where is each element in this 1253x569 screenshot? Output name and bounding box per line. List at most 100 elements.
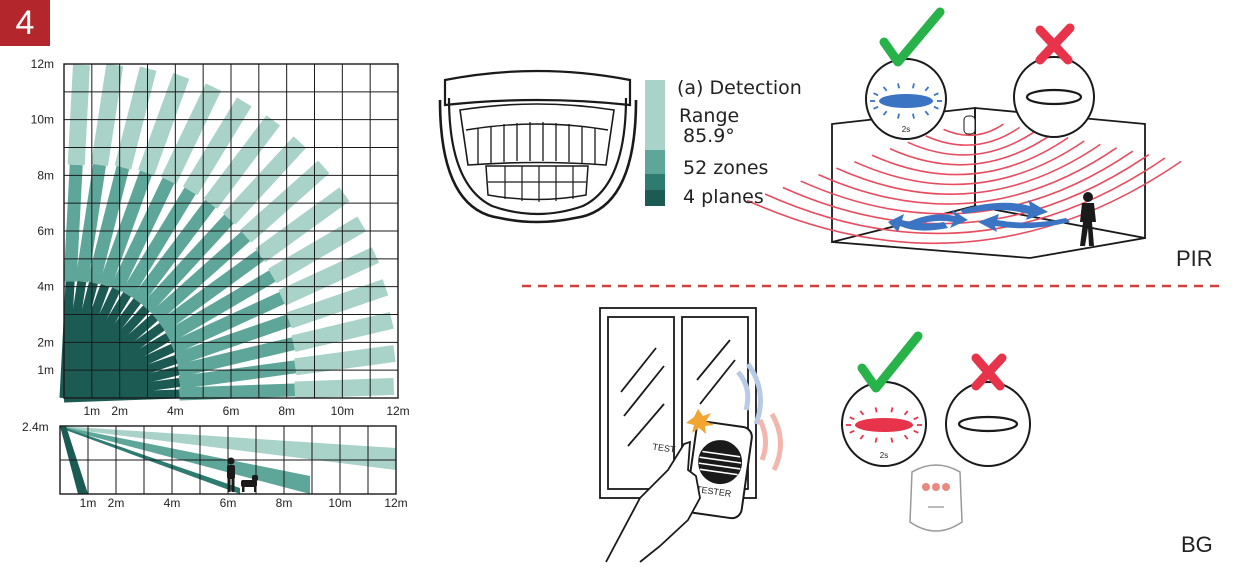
indicator-ray [933,92,939,97]
side-x-tick-label: 12m [384,496,407,510]
hand-icon [605,440,701,563]
detection-beam-segment [160,83,222,185]
pir-wave-arc [907,130,1037,156]
checkmark-icon [879,7,945,67]
detection-beam-segment [268,216,367,284]
bg-label: BG [1181,532,1213,557]
legend-color-bar [645,80,665,206]
detection-beam-segment [170,291,285,354]
detection-beam-segment [98,170,153,288]
side-x-tick-label: 2m [108,496,125,510]
x-tick-label: 1m [83,404,100,418]
detection-beam-segment [132,199,216,305]
indicator-ray [933,105,939,110]
indicator-ray [924,86,930,92]
button-press-burst-icon [686,409,714,434]
pir-wave-arc [889,133,1053,166]
tester-label: TESTER [695,484,732,499]
indicator-ray [882,110,888,116]
person-silhouette-icon [227,457,235,492]
bg-timer-label: 2s [880,451,888,460]
dog-silhouette-icon [241,475,258,492]
y-tick-label: 8m [37,168,54,182]
movement-arrows-icon [888,200,1070,232]
pir-wave-arc [746,160,1182,245]
detection-beam-segment [87,165,130,285]
pir-label: PIR [1176,246,1213,271]
walking-person-icon [1080,192,1096,246]
indicator-ray [897,113,900,119]
legend-zones: 52 zones [683,157,769,179]
pir-wave-arc [818,147,1118,205]
indicator-ray [913,416,919,421]
detection-beam-segment [59,281,75,399]
detection-beam-segment [174,314,292,366]
side-x-tick-label: 10m [328,496,351,510]
detection-beam-segment [278,247,380,306]
detection-beam-segment [178,360,297,389]
detection-beam-segment [203,115,281,209]
legend-swatch-mid [645,150,665,174]
legend-swatch-dark [645,174,665,190]
indicator-ray [849,429,855,434]
indicator-ray [873,105,879,110]
glass-break-sound-waves [736,362,783,472]
pir-wave-arc [871,136,1069,176]
indicator-ray [859,410,865,416]
side-x-tick-label: 4m [164,496,181,510]
legend-detection-line1: (a) Detection [677,77,802,99]
detection-beam-segment [222,136,307,225]
side-x-tick-label: 6m [220,496,237,510]
y-tick-label: 1m [37,363,54,377]
side-view-height-label: 2.4m [22,420,49,434]
indicator-ray [859,434,865,440]
pir-success-indicator: 2s [865,58,947,140]
indicator-ray [912,113,915,119]
x-tick-label: 8m [278,404,295,418]
indicator-ray [874,407,878,413]
bg-window-scene: TESTER TEST 2s [599,307,1031,563]
top-view-grid [63,63,399,399]
detection-beam-segment [63,164,83,282]
indicator-ray [912,83,915,89]
legend-swatch-darkest [645,190,665,206]
detection-beam-segment [121,187,196,298]
detection-beam-segment [294,377,395,399]
pir-wave-arc [836,143,1101,195]
pir-wave-arc [782,153,1150,225]
x-tick-label: 10m [331,404,354,418]
indicator-ray [890,437,894,443]
detection-beam-segment [114,66,157,170]
y-tick-label: 10m [31,113,54,127]
side-x-tick-label: 8m [276,496,293,510]
detection-beam-segment [294,345,396,376]
cross-icon [971,353,1007,391]
pir-detection-waves [746,123,1182,245]
detection-beam-segment [182,97,252,196]
pir-wave-arc [800,150,1134,215]
indicator-ray [874,437,878,443]
bg-fail-indicator [945,381,1031,467]
bg-detector-device-icon [909,464,963,532]
indicator-ray [903,434,909,440]
legend-angle: 85.9° [683,125,735,147]
legend-detection-line2: Range [679,105,740,127]
pir-timer-label: 2s [902,125,910,134]
x-tick-label: 12m [386,404,409,418]
y-tick-label: 6m [37,224,54,238]
y-tick-label: 4m [37,280,54,294]
detection-beam-segment [177,337,295,378]
pir-wave-arc [925,126,1021,146]
checkmark-icon [857,331,923,393]
y-tick-label: 2m [37,335,54,349]
indicator-ray [897,83,900,89]
pir-detector-icon [963,115,976,135]
detection-beam-segment [110,177,175,292]
detection-beam-segment [91,63,124,167]
step-number-badge: 4 [0,0,50,46]
